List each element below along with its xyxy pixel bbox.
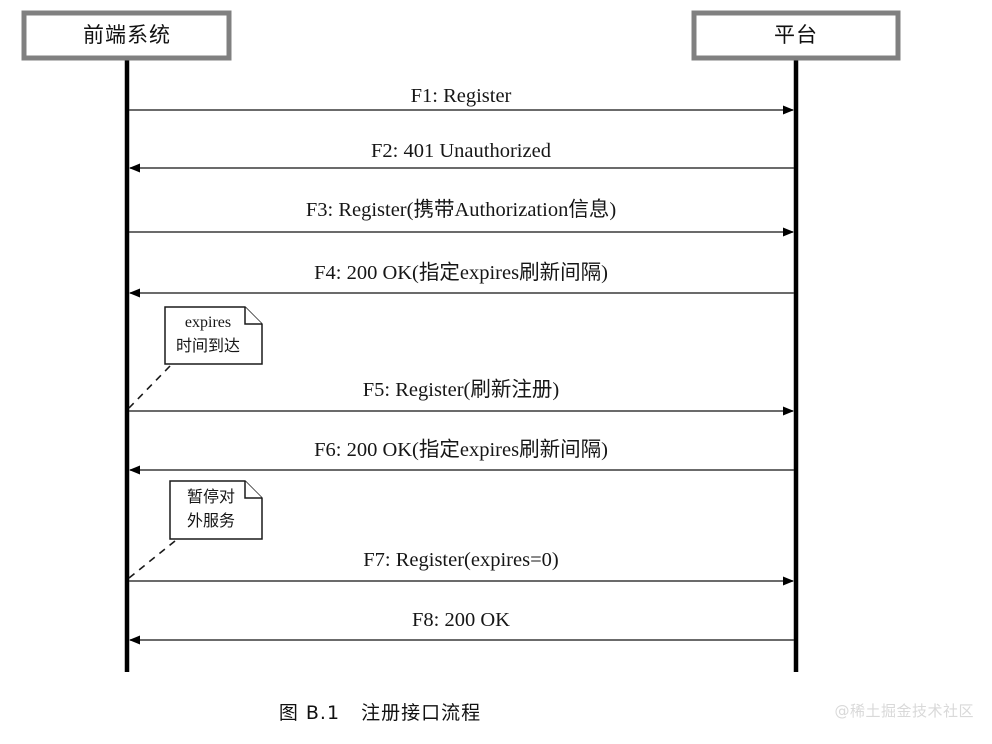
note-line-expires-2: 时间到达 bbox=[176, 337, 240, 355]
message-label-F7: F7: Register(expires=0) bbox=[363, 549, 558, 571]
note-line-suspend-2: 外服务 bbox=[187, 512, 235, 530]
message-label-F8: F8: 200 OK bbox=[412, 609, 510, 631]
note-box-expires bbox=[164, 306, 263, 365]
message-label-F6: F6: 200 OK(指定expires刷新间隔) bbox=[314, 438, 608, 461]
actor-box-platform[interactable] bbox=[691, 10, 901, 61]
note-connector-suspend bbox=[128, 540, 176, 579]
actor-label-platform: 平台 bbox=[774, 23, 818, 47]
note-connector-expires bbox=[128, 365, 171, 409]
note-box-suspend bbox=[169, 480, 263, 540]
figure-caption: 图 B.1 注册接口流程 bbox=[278, 702, 482, 724]
actor-box-frontend[interactable] bbox=[21, 10, 232, 61]
message-label-F5: F5: Register(刷新注册) bbox=[363, 378, 559, 401]
note-fold-icon-suspend bbox=[244, 481, 262, 499]
message-label-F3: F3: Register(携带Authorization信息) bbox=[306, 198, 616, 221]
note-fold-icon-expires bbox=[244, 307, 262, 325]
message-label-F4: F4: 200 OK(指定expires刷新间隔) bbox=[314, 261, 608, 284]
actor-label-frontend: 前端系统 bbox=[83, 23, 171, 47]
note-line-expires-1: expires bbox=[185, 314, 231, 331]
watermark: @稀土掘金技术社区 bbox=[834, 702, 974, 720]
note-line-suspend-1: 暂停对 bbox=[187, 488, 235, 506]
message-label-F2: F2: 401 Unauthorized bbox=[371, 140, 551, 162]
message-label-F1: F1: Register bbox=[411, 85, 512, 107]
